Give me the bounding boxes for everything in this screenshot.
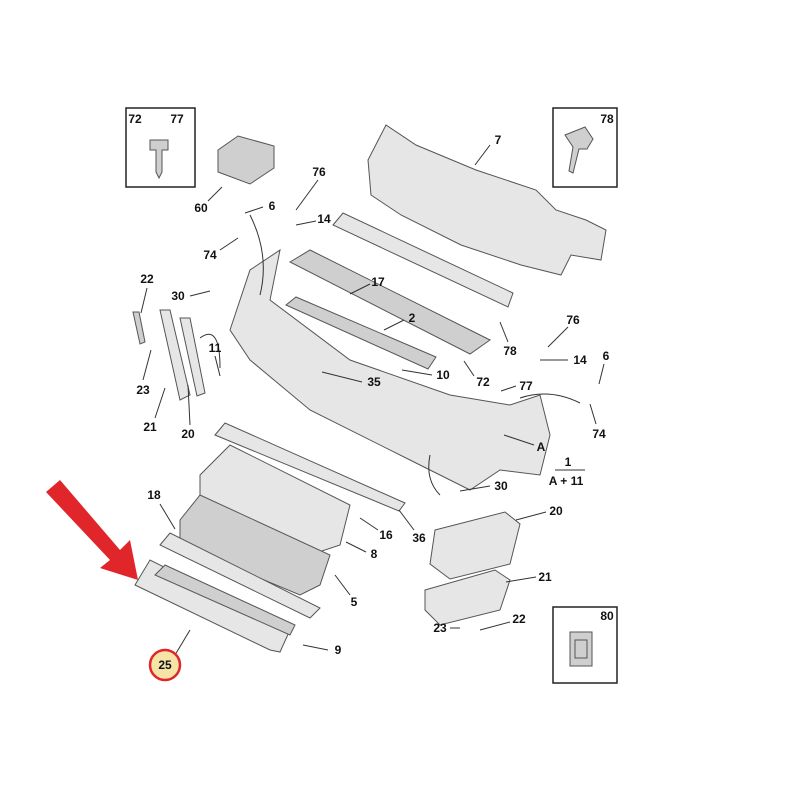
inset-box-screw-72-77 [125,107,196,188]
label-14-right: 14 [573,353,587,367]
label-77: 77 [170,112,184,126]
label-1: 1 [565,455,572,469]
part-10-lower-absorber [285,296,437,370]
label-36: 36 [412,531,426,545]
part-20-left-trim [179,317,206,397]
part-18-panel [159,532,321,619]
part-21-left-trim [159,309,191,401]
label-77-right: 77 [519,379,533,393]
part-21-fog-bezel [424,569,511,626]
label-74: 74 [203,248,217,262]
label-5: 5 [351,595,358,609]
label-72-lower: 72 [476,375,490,389]
label-14: 14 [317,212,331,226]
part-25-highlight-circle[interactable] [148,648,182,682]
part-7-upper-carrier [367,124,607,276]
label-23: 23 [136,383,150,397]
part-17-absorber [288,249,491,355]
label-20-right: 20 [549,504,563,518]
part-60-bracket [217,135,275,185]
label-78-box: 78 [600,112,614,126]
label-35: 35 [367,375,381,389]
label-16: 16 [379,528,393,542]
label-21-right: 21 [538,570,552,584]
label-74-right: 74 [592,427,606,441]
label-22: 22 [140,272,154,286]
label-2: 2 [409,311,416,325]
label-23-right: 23 [433,621,447,635]
inset-box-clip-80 [552,606,618,684]
label-18: 18 [147,488,161,502]
label-76: 76 [312,165,326,179]
part-labels: 72 77 78 80 60 6 74 76 14 7 22 30 17 2 1… [128,112,614,672]
label-10: 10 [436,368,450,382]
part-2-reinforcement [332,212,514,308]
label-60: 60 [194,201,208,215]
red-arrow-icon [46,480,138,580]
label-11: 11 [209,341,222,355]
label-20: 20 [181,427,195,441]
label-76-right: 76 [566,313,580,327]
label-A-plus-11: A + 11 [549,474,584,488]
inset-box-screw-78 [552,107,618,188]
label-17: 17 [371,275,385,289]
label-A: A [537,440,546,454]
label-6-right: 6 [603,349,610,363]
label-78: 78 [503,344,517,358]
part-A-bumper [229,248,551,491]
label-21: 21 [143,420,157,434]
label-6: 6 [269,199,276,213]
label-72: 72 [128,112,142,126]
part-9-lower-grille [154,564,296,636]
label-7: 7 [495,133,502,147]
leader-lines [140,144,605,656]
label-8: 8 [371,547,378,561]
label-30-right: 30 [494,479,508,493]
label-25[interactable]: 25 [158,658,172,672]
label-30: 30 [171,289,185,303]
part-16-strip [214,422,406,512]
part-20-fog-cover [429,511,521,580]
part-22-left-trim [132,311,146,345]
label-80: 80 [600,609,614,623]
label-22-right: 22 [512,612,526,626]
label-9: 9 [335,643,342,657]
